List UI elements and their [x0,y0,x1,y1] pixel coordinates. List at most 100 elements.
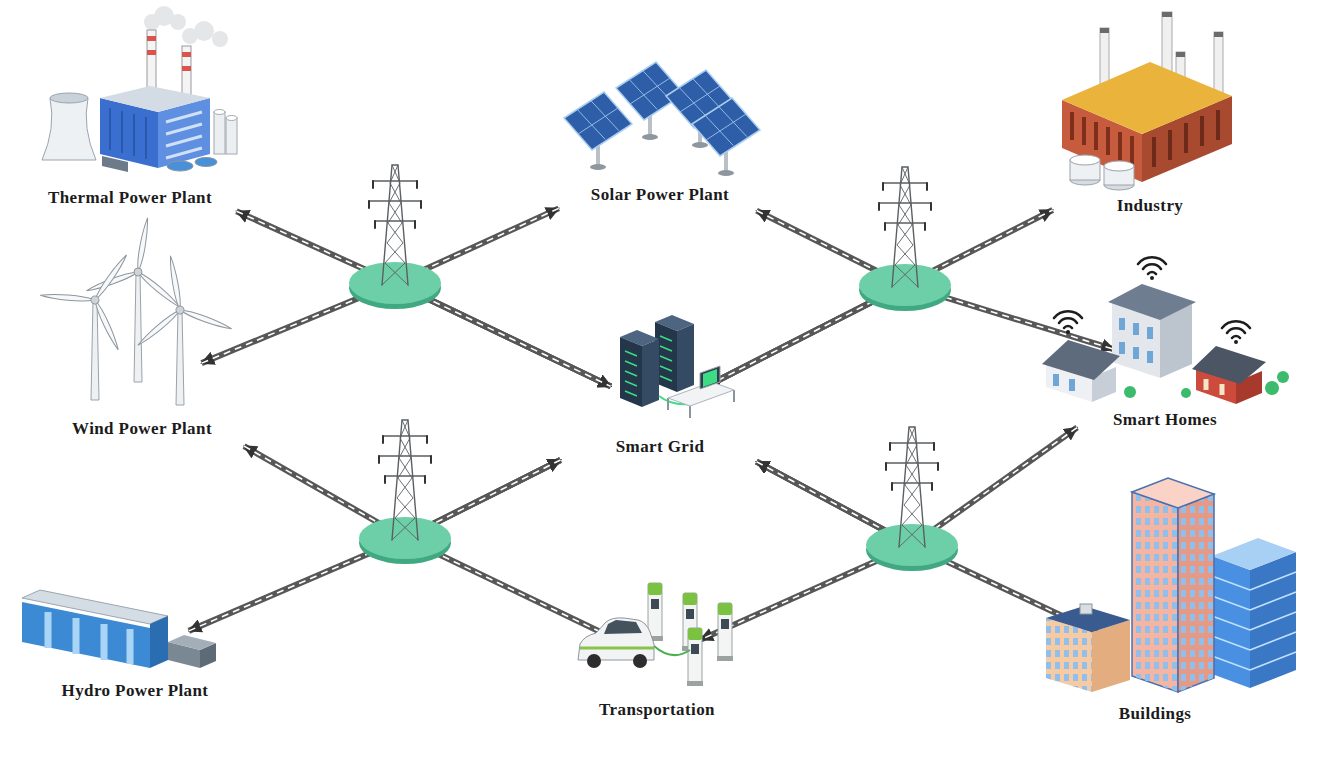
industry-art [1176,52,1185,112]
server-racks-art [700,366,720,389]
smart-homes-art [1160,304,1192,378]
platform-disc: Thermal Power Plant [5,135,255,235]
smart-homes-art [1046,362,1092,402]
smart-homes-art [1181,388,1191,398]
thermal-plant-art [147,50,156,55]
industry-art [1100,28,1109,33]
thermal-plant-art [212,31,228,47]
platform-disc: Wind Power Plant [12,357,272,467]
junction-disc [859,264,951,306]
smart-grid-hub: Smart Grid [540,382,780,482]
smart-homes-art [1138,257,1166,280]
platform-label: Smart Homes [1113,410,1217,430]
industry-art [1176,52,1185,57]
thermal-plant-art [170,14,186,30]
ev-charging-art [578,618,654,660]
industry-art [1062,62,1232,134]
industry-art [1100,28,1109,108]
power-link-line [700,462,912,640]
thermal-plant-art [214,112,225,154]
power-link-line [189,460,561,631]
smart-homes-art [1108,284,1196,320]
buildings-art [1046,618,1092,692]
industry-art [1072,112,1132,164]
junction-disc [349,262,441,304]
buildings-art [1212,572,1296,670]
server-racks-art [642,339,659,407]
thermal-plant-art [144,14,160,30]
power-link [707,211,905,386]
junction-disc [349,267,441,309]
power-link [236,211,610,386]
power-link-dash [757,428,1078,545]
platform-outline [5,135,255,235]
ev-charging-art [578,583,733,686]
power-link-dash [405,460,615,639]
power-link [757,462,1113,640]
platform-label: Industry [1117,196,1184,216]
power-link-dash [244,446,560,538]
server-racks-art [620,315,734,418]
platform-outline [1000,126,1300,251]
power-link-dash [707,210,1053,386]
power-link [395,208,611,386]
buildings-art [1046,606,1130,632]
wind-turbines-art [176,310,184,405]
server-racks-art [655,322,677,392]
buildings-art [1092,620,1130,692]
power-link [202,283,611,386]
buildings-art [1046,478,1296,692]
ev-charging-art [647,583,663,641]
smart-homes-art [1112,302,1160,378]
power-link [244,446,560,538]
power-link-dash [757,462,1113,640]
power-link-line [757,462,1113,640]
industry-art [1214,32,1223,37]
hydro-dam-art [150,616,168,668]
solar-panels-art [666,70,734,148]
smart-homes-art [1236,371,1262,404]
wind-turbines-art [32,217,234,405]
hydro-dam-art [22,590,216,668]
power-link-line [707,210,1053,386]
ev-charging-art [580,647,654,650]
buildings-art [1080,604,1092,614]
platform-tile: Industry [1000,126,1300,251]
smart-homes-art [1124,386,1136,398]
wind-turbines-art [32,228,158,400]
wind-turbines-art [112,244,234,363]
industry-art [1070,175,1100,185]
transmission-tower [379,420,431,540]
smart-homes-art [1206,379,1222,395]
solar-panels-art [564,62,760,176]
buildings-art [1212,538,1296,570]
thermal-plant-art [214,110,225,115]
server-racks-art [655,315,694,331]
solar-panels-art [616,62,684,140]
thermal-plant-art [166,112,202,158]
thermal-plant-art [50,93,88,103]
junction-disc [859,269,951,311]
power-link [405,460,615,639]
industry-art [1104,180,1134,190]
power-link [700,462,912,640]
industry-art [1070,160,1100,180]
ev-charging-art [587,654,601,668]
server-racks-art [660,336,672,381]
platform-outline [10,626,260,726]
smart-homes-art [1277,371,1289,383]
thermal-plant-art [147,36,156,41]
platform-tile: Buildings [1005,619,1305,765]
transmission-tower [369,165,421,285]
buildings-art [1132,492,1178,692]
industry-art [1154,110,1218,167]
thermal-plant-art [102,156,128,172]
smart-homes-art [1092,367,1116,402]
wind-turbines-art [85,217,181,309]
ev-charging-art [604,620,642,634]
junction-disc [866,529,958,571]
thermal-plant-art [147,30,156,102]
